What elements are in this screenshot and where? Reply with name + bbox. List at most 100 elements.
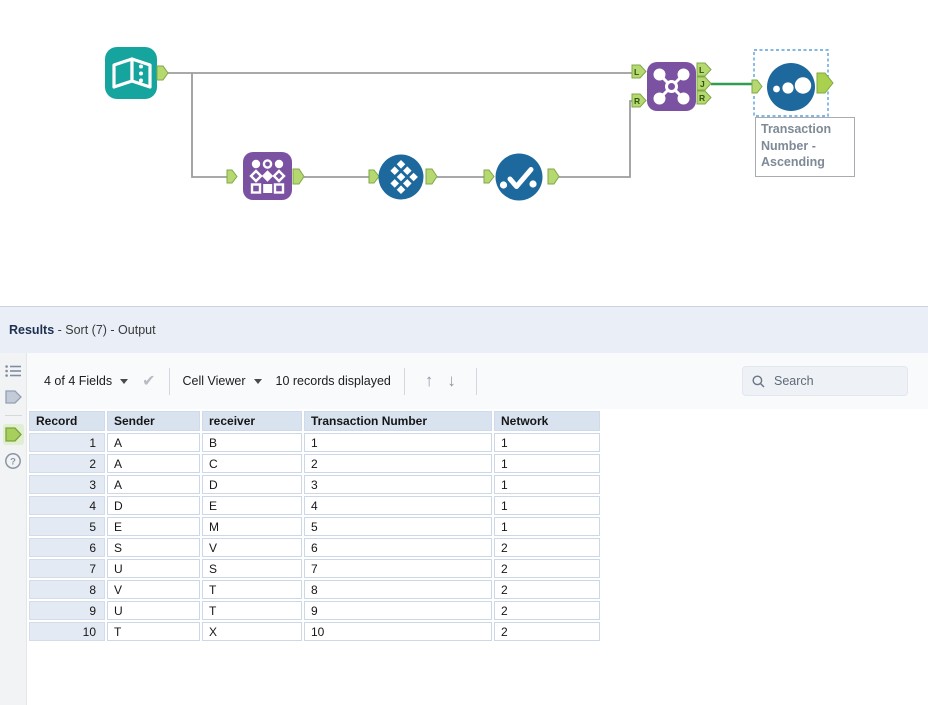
data-cell[interactable]: T bbox=[202, 580, 302, 599]
join-output-anchor-right[interactable] bbox=[696, 90, 712, 105]
record-number-cell[interactable]: 7 bbox=[29, 559, 105, 578]
workflow-canvas[interactable]: L R L J R bbox=[0, 0, 928, 306]
list-view-icon bbox=[4, 364, 21, 377]
input-anchor[interactable] bbox=[751, 79, 763, 94]
data-cell[interactable]: U bbox=[107, 559, 200, 578]
list-view-button[interactable] bbox=[3, 360, 24, 381]
data-cell[interactable]: 10 bbox=[304, 622, 492, 641]
join-output-anchor-left[interactable] bbox=[696, 62, 712, 77]
data-cell[interactable]: 1 bbox=[494, 517, 600, 536]
unique-tool[interactable] bbox=[483, 153, 560, 201]
input-anchor[interactable] bbox=[483, 169, 495, 184]
data-cell[interactable]: V bbox=[202, 538, 302, 557]
record-number-cell[interactable]: 6 bbox=[29, 538, 105, 557]
column-header-sender[interactable]: Sender bbox=[107, 411, 200, 431]
data-cell[interactable]: 2 bbox=[494, 622, 600, 641]
record-number-cell[interactable]: 4 bbox=[29, 496, 105, 515]
column-header-receiver[interactable]: receiver bbox=[202, 411, 302, 431]
sort-tool[interactable] bbox=[751, 49, 834, 117]
data-cell[interactable]: 7 bbox=[304, 559, 492, 578]
input-data-tool[interactable] bbox=[105, 47, 169, 99]
data-cell[interactable]: B bbox=[202, 433, 302, 452]
data-cell[interactable]: A bbox=[107, 454, 200, 473]
join-input-anchor-left[interactable] bbox=[631, 64, 647, 79]
data-cell[interactable]: 2 bbox=[494, 580, 600, 599]
data-cell[interactable]: 1 bbox=[494, 454, 600, 473]
data-cell[interactable]: A bbox=[107, 475, 200, 494]
data-cell[interactable]: 2 bbox=[304, 454, 492, 473]
record-number-cell[interactable]: 1 bbox=[29, 433, 105, 452]
scroll-up-button[interactable]: ↑ bbox=[424, 371, 434, 390]
record-number-cell[interactable]: 10 bbox=[29, 622, 105, 641]
column-header-transaction-number[interactable]: Transaction Number bbox=[304, 411, 492, 431]
scroll-down-button[interactable]: ↓ bbox=[447, 371, 456, 390]
data-cell[interactable]: S bbox=[107, 538, 200, 557]
cell-viewer-label: Cell Viewer bbox=[182, 374, 246, 388]
join-output-anchor-join[interactable] bbox=[696, 76, 712, 91]
results-toolbar: 4 of 4 Fields ✔ Cell Viewer 10 records d… bbox=[27, 353, 928, 409]
data-cell[interactable]: 6 bbox=[304, 538, 492, 557]
record-number-cell[interactable]: 3 bbox=[29, 475, 105, 494]
data-cell[interactable]: 2 bbox=[494, 538, 600, 557]
union-tool[interactable] bbox=[226, 152, 305, 200]
data-cell[interactable]: 5 bbox=[304, 517, 492, 536]
join-tool[interactable]: L R L J R bbox=[631, 62, 712, 111]
data-cell[interactable]: S bbox=[202, 559, 302, 578]
record-number-cell[interactable]: 8 bbox=[29, 580, 105, 599]
input-anchor[interactable] bbox=[226, 169, 238, 184]
data-cell[interactable]: T bbox=[202, 601, 302, 620]
fields-dropdown[interactable]: 4 of 4 Fields bbox=[44, 374, 129, 388]
input-anchor-view-button[interactable] bbox=[3, 386, 24, 407]
data-cell[interactable]: 9 bbox=[304, 601, 492, 620]
join-input-anchor-right[interactable] bbox=[631, 93, 647, 108]
data-cell[interactable]: 1 bbox=[304, 433, 492, 452]
search-icon bbox=[752, 375, 765, 387]
connection-wire[interactable] bbox=[559, 100, 633, 178]
output-anchor[interactable] bbox=[156, 65, 169, 81]
data-cell[interactable]: 2 bbox=[494, 559, 600, 578]
record-number-cell[interactable]: 5 bbox=[29, 517, 105, 536]
data-cell[interactable]: X bbox=[202, 622, 302, 641]
tile-tool[interactable] bbox=[368, 154, 438, 200]
search-box[interactable] bbox=[742, 366, 908, 396]
column-header-network[interactable]: Network bbox=[494, 411, 600, 431]
data-cell[interactable]: E bbox=[202, 496, 302, 515]
data-cell[interactable]: 1 bbox=[494, 496, 600, 515]
data-cell[interactable]: 3 bbox=[304, 475, 492, 494]
data-cell[interactable]: D bbox=[107, 496, 200, 515]
column-header-record[interactable]: Record bbox=[29, 411, 105, 431]
help-button[interactable]: ? bbox=[3, 450, 24, 471]
svg-text:?: ? bbox=[10, 456, 16, 467]
chevron-down-icon bbox=[120, 378, 129, 384]
data-cell[interactable]: A bbox=[107, 433, 200, 452]
output-anchor-view-button[interactable] bbox=[2, 424, 24, 445]
data-cell[interactable]: 1 bbox=[494, 433, 600, 452]
data-cell[interactable]: 4 bbox=[304, 496, 492, 515]
data-cell[interactable]: E bbox=[107, 517, 200, 536]
data-cell[interactable]: U bbox=[107, 601, 200, 620]
output-anchor[interactable] bbox=[425, 168, 438, 185]
output-anchor[interactable] bbox=[547, 168, 560, 185]
input-anchor[interactable] bbox=[368, 169, 380, 184]
data-cell[interactable]: M bbox=[202, 517, 302, 536]
record-number-cell[interactable]: 9 bbox=[29, 601, 105, 620]
toolbar-separator bbox=[403, 367, 405, 395]
search-input[interactable] bbox=[772, 373, 896, 389]
data-cell[interactable]: T bbox=[107, 622, 200, 641]
data-cell[interactable]: D bbox=[202, 475, 302, 494]
data-cell[interactable]: C bbox=[202, 454, 302, 473]
cell-viewer-dropdown[interactable]: Cell Viewer bbox=[183, 374, 262, 388]
diamond-grid-icon bbox=[390, 160, 418, 194]
record-number-cell[interactable]: 2 bbox=[29, 454, 105, 473]
data-cell[interactable]: 2 bbox=[494, 601, 600, 620]
output-anchor[interactable] bbox=[292, 168, 305, 185]
data-cell[interactable]: V bbox=[107, 580, 200, 599]
connection-wire[interactable] bbox=[191, 73, 227, 178]
apply-check-icon[interactable]: ✔ bbox=[142, 373, 156, 390]
output-anchor[interactable] bbox=[816, 72, 834, 94]
data-cell[interactable]: 8 bbox=[304, 580, 492, 599]
data-cell[interactable]: 1 bbox=[494, 475, 600, 494]
